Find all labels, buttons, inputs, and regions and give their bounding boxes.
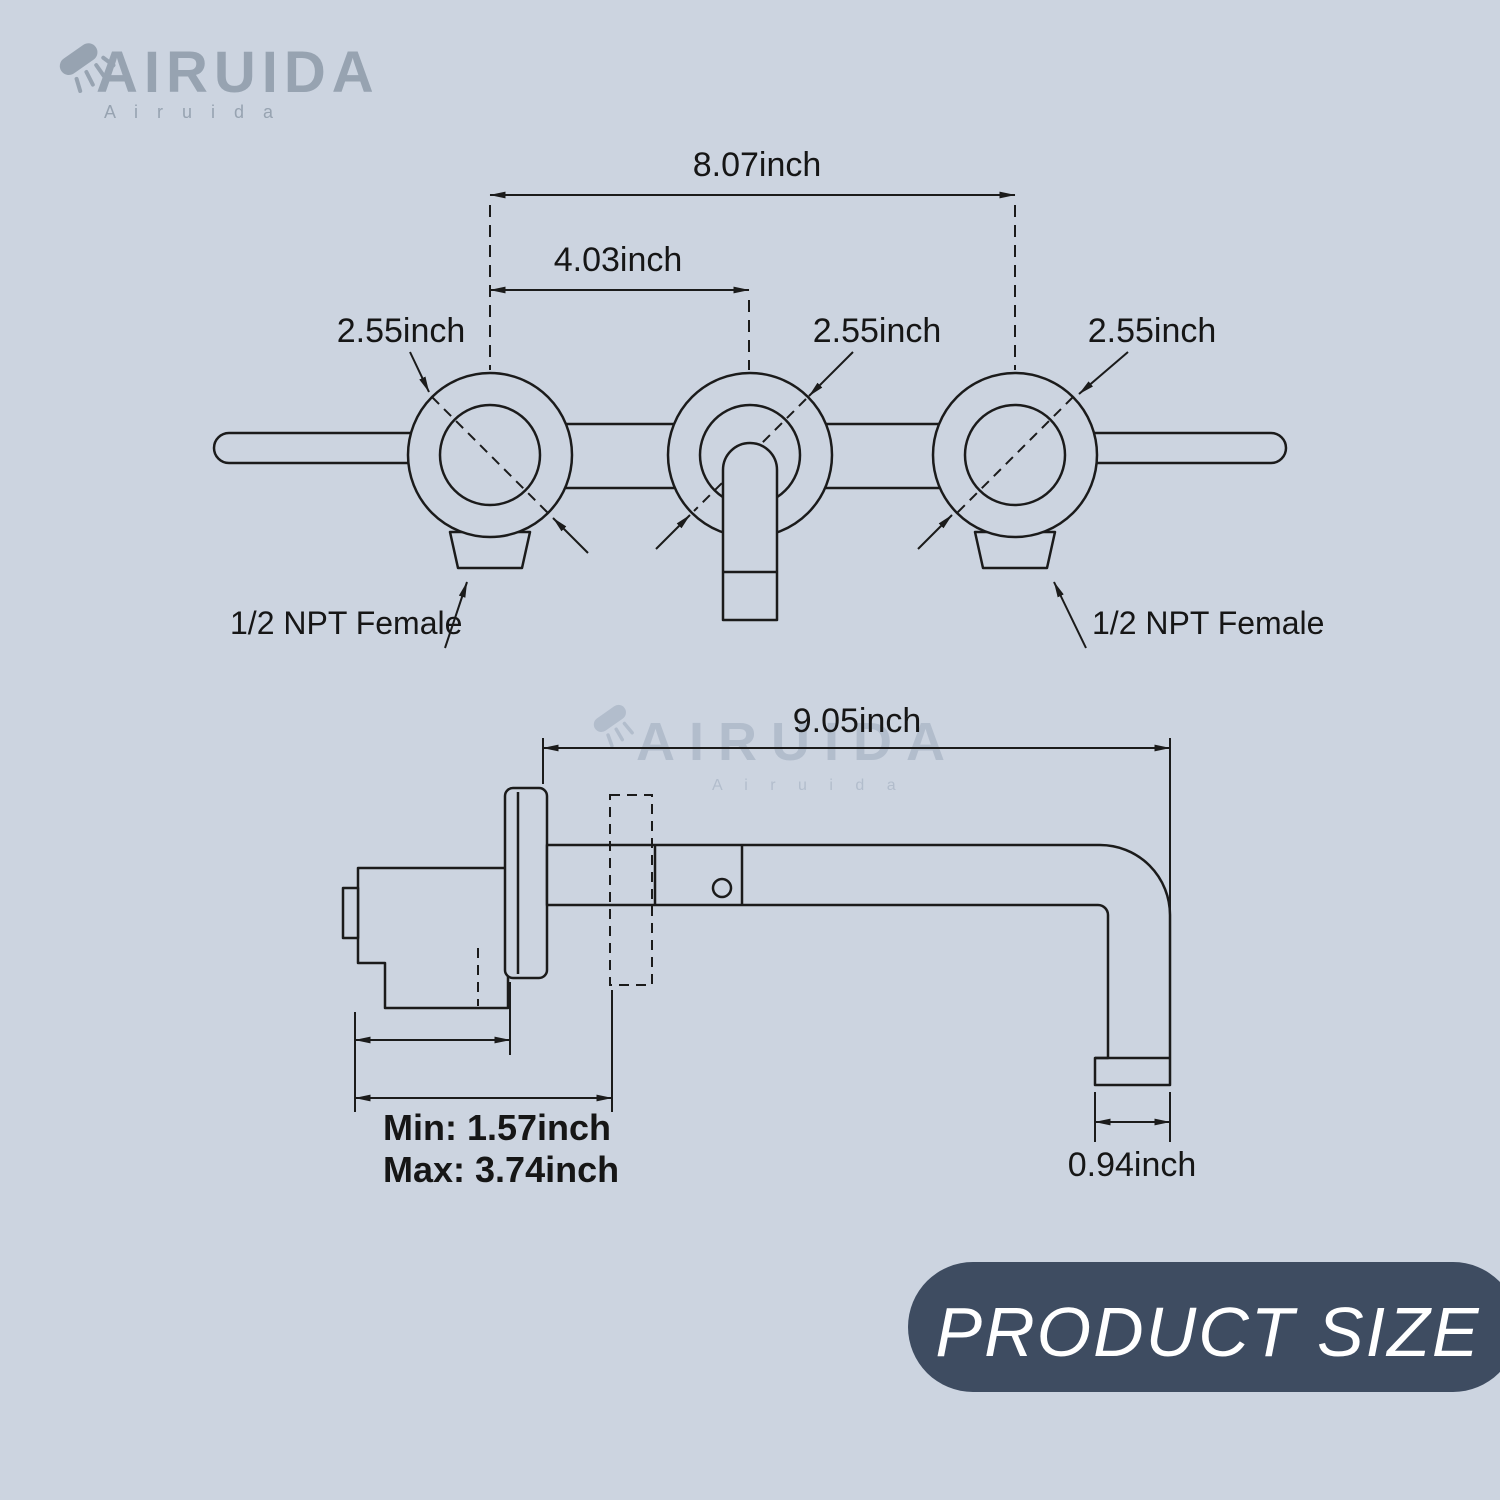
watermark: AIRUIDA A i r u i d a <box>593 704 959 794</box>
dim-overall-width: 8.07inch <box>489 146 1016 199</box>
side-view-diagram: 9.05inch Min: 1.57inch Max: 3.74inch 0.9… <box>341 702 1197 1190</box>
brand-logo-text: AIRUIDA <box>96 40 380 105</box>
brand-logo-subtext: A i r u i d a <box>104 102 280 122</box>
left-inlet-leader <box>444 581 468 649</box>
dim-right-escutcheon-label: 2.55inch <box>1088 312 1217 350</box>
banner-background <box>908 1262 1500 1392</box>
dim-left-escutcheon: 2.55inch <box>337 312 466 393</box>
center-spout-front <box>721 441 779 622</box>
valve-body <box>356 866 510 1010</box>
right-diameter-dashline <box>956 396 1074 514</box>
center-diameter-dashline <box>693 398 807 512</box>
dim-spout-tip-label: 0.94inch <box>1068 1146 1197 1184</box>
dim-right-escutcheon: 2.55inch <box>1078 312 1217 395</box>
dim-wall-min-max: Min: 1.57inch Max: 3.74inch <box>354 982 619 1190</box>
right-inlet-callout: 1/2 NPT Female <box>1053 581 1324 649</box>
dim-max-label: Max: 3.74inch <box>383 1149 619 1190</box>
dim-center-escutcheon-leader <box>808 351 854 397</box>
dim-overall-width-label: 8.07inch <box>693 146 822 184</box>
spout-tube <box>545 843 1172 1087</box>
left-escutcheon-inner <box>438 403 542 507</box>
dim-spout-reach-label: 9.05inch <box>793 702 922 740</box>
product-size-banner: PRODUCT SIZE <box>908 1262 1500 1392</box>
brand-logo: AIRUIDA A i r u i d a <box>59 40 380 122</box>
banner-label: PRODUCT SIZE <box>935 1293 1480 1371</box>
left-diameter-arrow <box>552 517 589 554</box>
right-escutcheon-inner <box>963 403 1067 507</box>
dim-handle-to-spout: 4.03inch <box>489 241 750 294</box>
dim-center-escutcheon-label: 2.55inch <box>813 312 942 350</box>
wall-flange <box>503 786 549 980</box>
set-screw <box>711 877 733 899</box>
left-diameter-dashline <box>431 396 549 514</box>
dim-center-escutcheon: 2.55inch <box>808 312 942 397</box>
dim-right-escutcheon-leader <box>1078 351 1129 395</box>
wall-sleeve-dashed <box>609 794 653 986</box>
watermark-showerhead-icon <box>593 704 634 748</box>
dim-left-escutcheon-label: 2.55inch <box>337 312 466 350</box>
right-diameter-arrow <box>917 514 953 550</box>
right-inlet-leader <box>1053 581 1087 649</box>
showerhead-icon <box>59 43 116 94</box>
dim-spout-tip: 0.94inch <box>1068 1092 1197 1184</box>
watermark-text: AIRUIDA <box>636 712 959 772</box>
dim-spout-reach: 9.05inch <box>542 702 1171 910</box>
front-view-diagram: 8.07inch 4.03inch 2.55inch 2.55inch 2.55… <box>212 146 1324 649</box>
dim-left-escutcheon-leader <box>409 351 430 393</box>
watermark-subtext: A i r u i d a <box>712 777 905 794</box>
center-diameter-arrow <box>655 514 691 550</box>
dim-min-label: Min: 1.57inch <box>383 1107 611 1148</box>
dim-handle-to-spout-label: 4.03inch <box>554 241 683 279</box>
left-inlet-callout: 1/2 NPT Female <box>230 581 468 649</box>
right-inlet-label: 1/2 NPT Female <box>1092 605 1324 641</box>
valve-body-tab <box>341 886 360 940</box>
left-inlet-label: 1/2 NPT Female <box>230 605 462 641</box>
